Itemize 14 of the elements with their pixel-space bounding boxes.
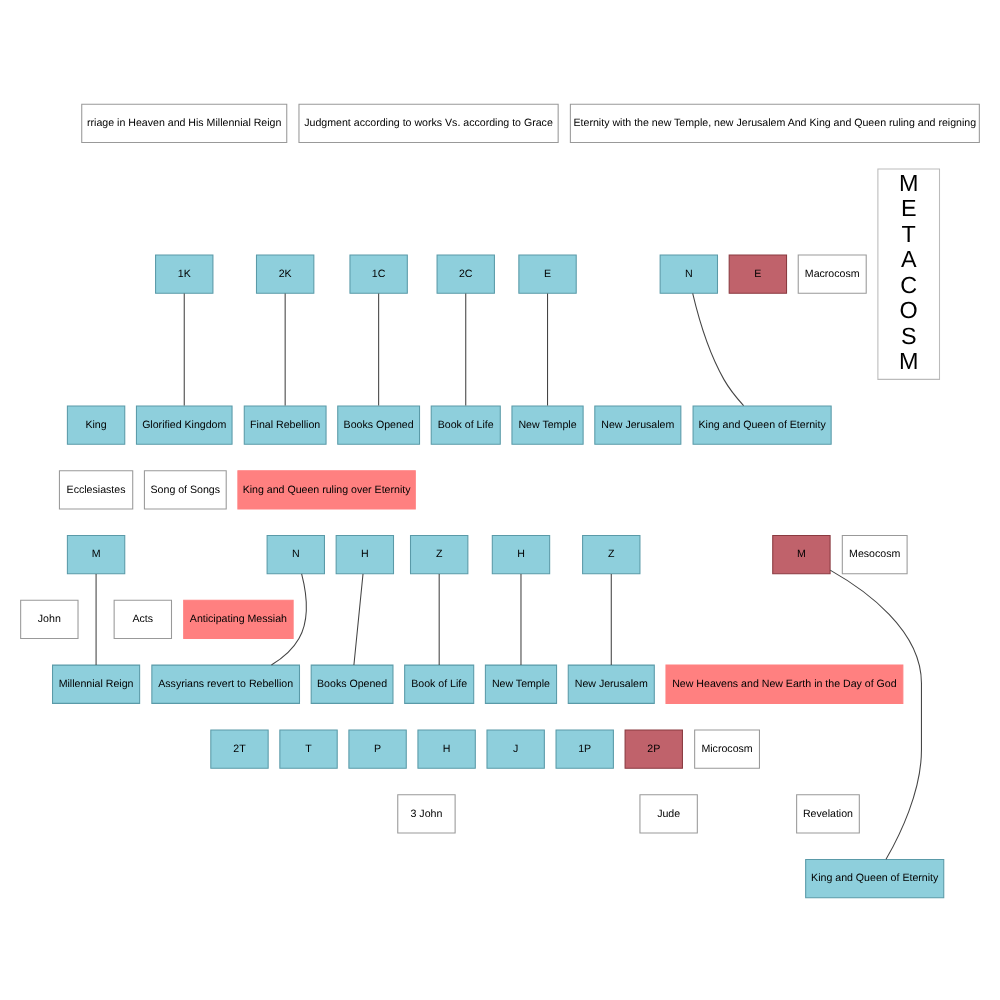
- connector: [692, 291, 745, 406]
- connector: [353, 572, 364, 665]
- connector: [284, 292, 286, 406]
- connector: [95, 572, 97, 665]
- connector: [438, 572, 440, 665]
- connector: [520, 572, 522, 665]
- connector: [465, 292, 467, 406]
- connector: [183, 292, 185, 406]
- connector: [547, 292, 549, 406]
- connector: [270, 572, 307, 665]
- connector: [610, 572, 612, 665]
- connector: [829, 568, 922, 859]
- connector: [378, 292, 380, 406]
- node-box: M E T A C O S M: [877, 167, 941, 379]
